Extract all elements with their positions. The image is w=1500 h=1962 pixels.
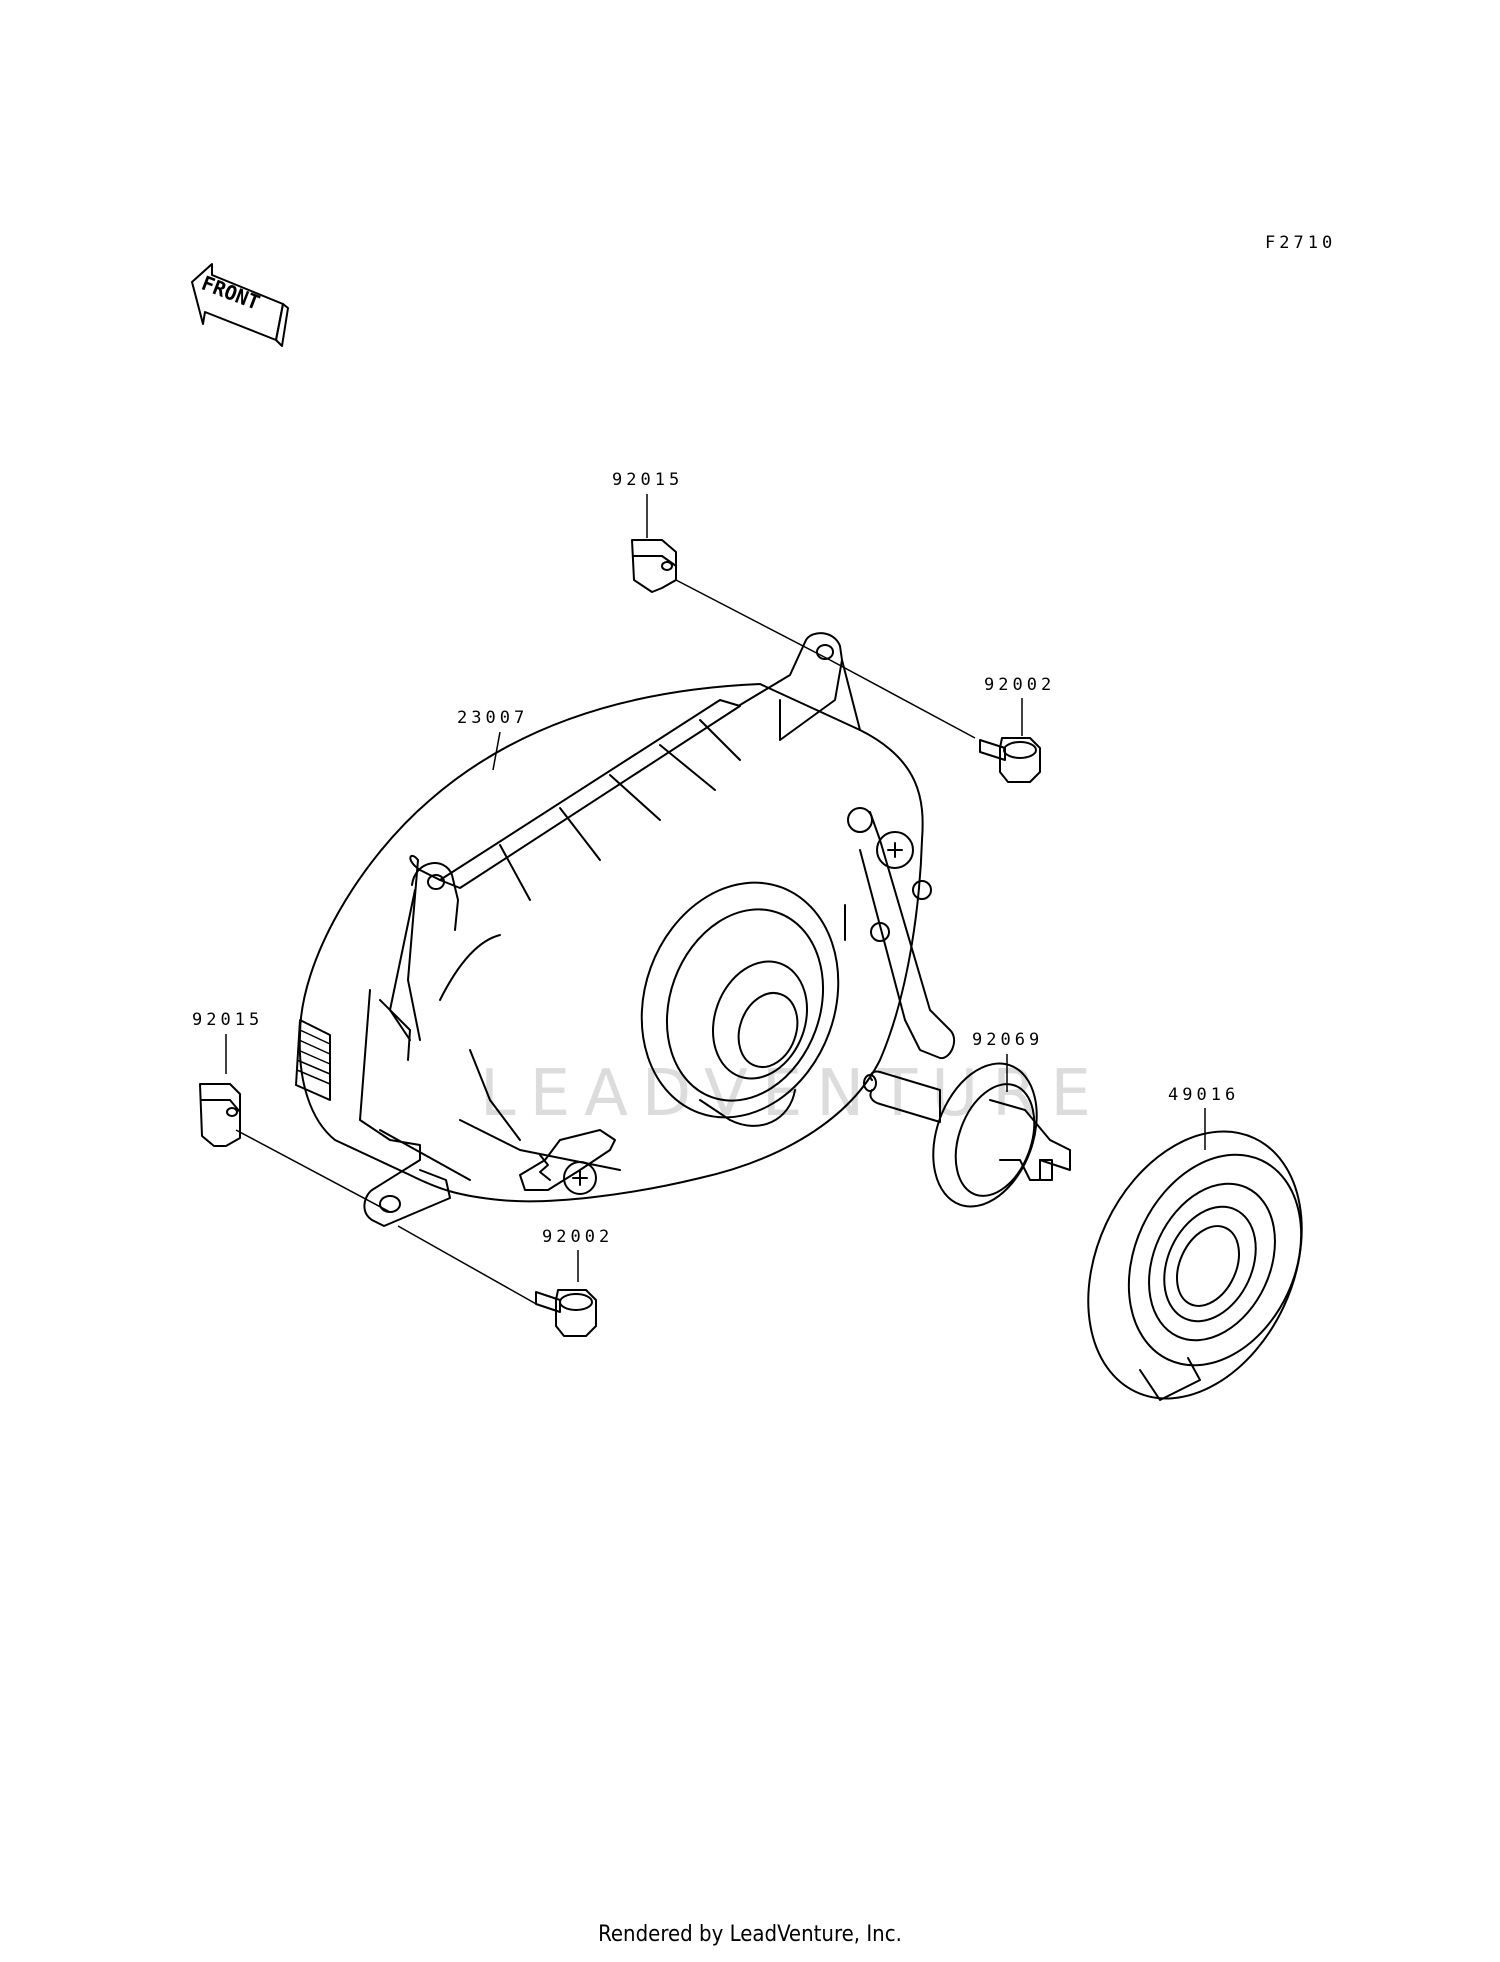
- front-label: FRONT: [198, 271, 263, 315]
- clip-nut-92015-left[interactable]: [199, 1083, 241, 1147]
- part-number-92002-top[interactable]: 92002: [984, 675, 1055, 695]
- bolt-92002-bottom[interactable]: [535, 1289, 597, 1337]
- part-number-92015-top[interactable]: 92015: [612, 470, 683, 490]
- part-number-92069[interactable]: 92069: [972, 1030, 1043, 1050]
- part-number-92015-left[interactable]: 92015: [192, 1010, 263, 1030]
- footer-credit: Rendered by LeadVenture, Inc.: [598, 1922, 902, 1947]
- watermark: LEADVENTURE: [480, 1057, 1105, 1131]
- part-number-92002-bottom[interactable]: 92002: [542, 1227, 613, 1247]
- leader-lines: [225, 494, 1206, 1306]
- bulb-92069[interactable]: [863, 1049, 1071, 1221]
- front-arrow-icon: FRONT: [191, 263, 289, 347]
- figure-code: F2710: [1265, 233, 1336, 253]
- dust-cover-49016[interactable]: [1047, 1097, 1343, 1434]
- bolt-92002-top[interactable]: [979, 737, 1041, 783]
- part-number-49016[interactable]: 49016: [1168, 1085, 1239, 1105]
- clip-nut-92015-top[interactable]: [631, 539, 677, 593]
- headlight-housing-23007[interactable]: [295, 632, 956, 1227]
- part-number-23007[interactable]: 23007: [457, 708, 528, 728]
